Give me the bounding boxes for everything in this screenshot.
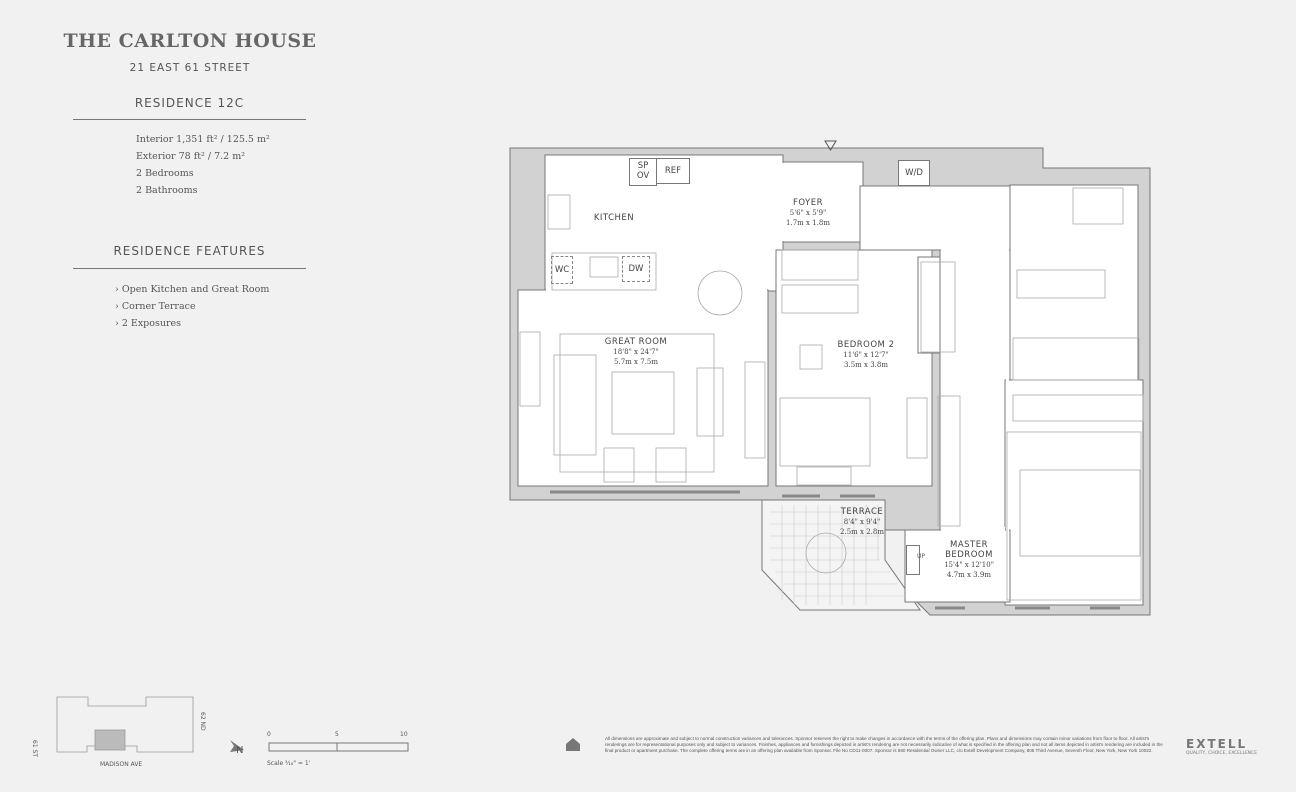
sofa [553, 354, 597, 456]
divider [73, 268, 306, 269]
room-dim-m: 5.7m x 7.5m [614, 358, 658, 366]
master-closet [1012, 394, 1144, 422]
feature-item: Open Kitchen and Great Room [115, 281, 270, 298]
features-heading: RESIDENCE FEATURES [113, 244, 266, 258]
windows [550, 490, 1120, 610]
divider [73, 119, 306, 120]
room-label-master-bedroom: MASTER BEDROOM 15'4" x 12'10" 4.7m x 3.9… [939, 540, 999, 580]
room-dim-ft: 5'6" x 5'9" [789, 209, 827, 217]
room-name: BEDROOM 2 [837, 340, 895, 350]
step-up-label: UP [917, 553, 926, 560]
rug [559, 333, 715, 473]
terrace-tiles [770, 505, 906, 605]
room-dim-m: 3.5m x 3.8m [844, 361, 888, 369]
sideboard [519, 331, 541, 407]
building-title: THE CARLTON HOUSE [63, 30, 317, 52]
room-label-kitchen: KITCHEN [593, 213, 635, 223]
keyplan-street-62: 62 ND [199, 712, 206, 731]
armchair [603, 447, 635, 483]
ottoman [696, 367, 724, 437]
north-arrow-icon [230, 740, 244, 752]
scale-tick: 5 [335, 731, 339, 738]
legal-disclaimer: All dimensions are approximate and subje… [605, 736, 1163, 753]
bed-2 [779, 397, 871, 467]
washer-dryer: W/D [898, 160, 930, 186]
room-dim-ft: 15'4" x 12'10" [944, 561, 994, 569]
feature-item: 2 Exposures [115, 315, 269, 332]
stat-interior: Interior 1,351 ft² / 125.5 m² [136, 134, 270, 145]
closet-bed2-2 [781, 284, 859, 314]
vanity [1016, 269, 1106, 299]
building-address: 21 EAST 61 STREET [129, 62, 251, 74]
room-dim-m: 2.5m x 2.8m [840, 528, 884, 536]
dishwasher: DW [622, 256, 650, 282]
stat-bedrooms: 2 Bedrooms [136, 168, 194, 179]
master-bedroom-alcove [904, 529, 1011, 603]
master-bedroom-area [1004, 379, 1144, 606]
room-label-foyer: FOYER 5'6" x 5'9" 1.7m x 1.8m [786, 198, 830, 228]
residence-stats: Interior 1,351 ft² / 125.5 m² Exterior 7… [136, 131, 270, 199]
keyplan-street-madison: MADISON AVE [100, 761, 143, 768]
key-plan [56, 696, 194, 753]
scale-tick: 10 [400, 731, 408, 738]
room-name: TERRACE [840, 507, 884, 517]
stat-bathrooms: 2 Bathrooms [136, 185, 198, 196]
room-name: MASTER BEDROOM [945, 540, 993, 560]
room-dim-ft: 18'8" x 24'7" [613, 348, 659, 356]
hall-area [859, 185, 1011, 251]
feature-item: Corner Terrace [115, 298, 269, 315]
room-name: GREAT ROOM [604, 337, 668, 347]
scale-label: Scale ³⁄₁₆" = 1' [267, 760, 311, 767]
dresser-2 [796, 466, 852, 486]
stat-exterior: Exterior 78 ft² / 7.2 m² [136, 151, 246, 162]
great-room-area [517, 289, 769, 487]
kitchen-island [551, 252, 657, 291]
media-console [744, 361, 766, 459]
room-label-great-room: GREAT ROOM 18'8" x 24'7" 5.7m x 7.5m [605, 337, 668, 367]
master-rug [1006, 431, 1142, 601]
appliance-label: SP [637, 161, 649, 171]
keyplan-street-61: 61 ST [31, 740, 38, 758]
equal-housing-icon [566, 738, 580, 751]
chair-2 [799, 344, 823, 370]
master-bed [1019, 469, 1141, 557]
armchair [655, 447, 687, 483]
extell-logo: EXTELL [1186, 737, 1248, 751]
room-label-bedroom-2: BEDROOM 2 11'6" x 12'7" 3.5m x 3.8m [838, 340, 895, 370]
shower [1072, 187, 1124, 225]
closet-bed2-1 [781, 249, 859, 281]
room-dim-ft: 11'6" x 12'7" [843, 351, 889, 359]
scale-tick: 0 [267, 731, 271, 738]
room-dim-ft: 8'4" x 9'4" [843, 518, 881, 526]
wine-cooler: WC [551, 256, 573, 284]
terrace-table [805, 532, 847, 574]
entry-arrow-icon [824, 140, 837, 151]
cooktop [547, 194, 571, 230]
bath-area [1009, 184, 1139, 381]
step [906, 545, 920, 575]
room-label-terrace: TERRACE 8'4" x 9'4" 2.5m x 2.8m [840, 507, 884, 537]
north-label: N [236, 745, 244, 756]
master-hall-area [939, 249, 1011, 533]
features-list: Open Kitchen and Great Room Corner Terra… [115, 281, 270, 332]
appliance-label: OV [636, 171, 650, 181]
desk-2 [906, 397, 928, 459]
range-oven: SP OV [629, 158, 657, 186]
coffee-table [611, 371, 675, 435]
dining-table [697, 270, 743, 316]
residence-name: RESIDENCE 12C [134, 96, 245, 110]
terrace [761, 499, 921, 611]
bedroom2-area [775, 249, 933, 487]
sink [589, 256, 619, 278]
room-dim-m: 1.7m x 1.8m [786, 219, 830, 227]
scale-bar [268, 742, 409, 752]
extell-tagline: QUALITY, CHOICE, EXCELLENCE [1186, 751, 1258, 756]
refrigerator: REF [656, 158, 690, 184]
room-name: FOYER [792, 198, 824, 208]
closet-hall [920, 261, 956, 353]
bathtub [1012, 337, 1140, 381]
room-dim-m: 4.7m x 3.9m [947, 571, 991, 579]
dresser-master [937, 395, 961, 527]
